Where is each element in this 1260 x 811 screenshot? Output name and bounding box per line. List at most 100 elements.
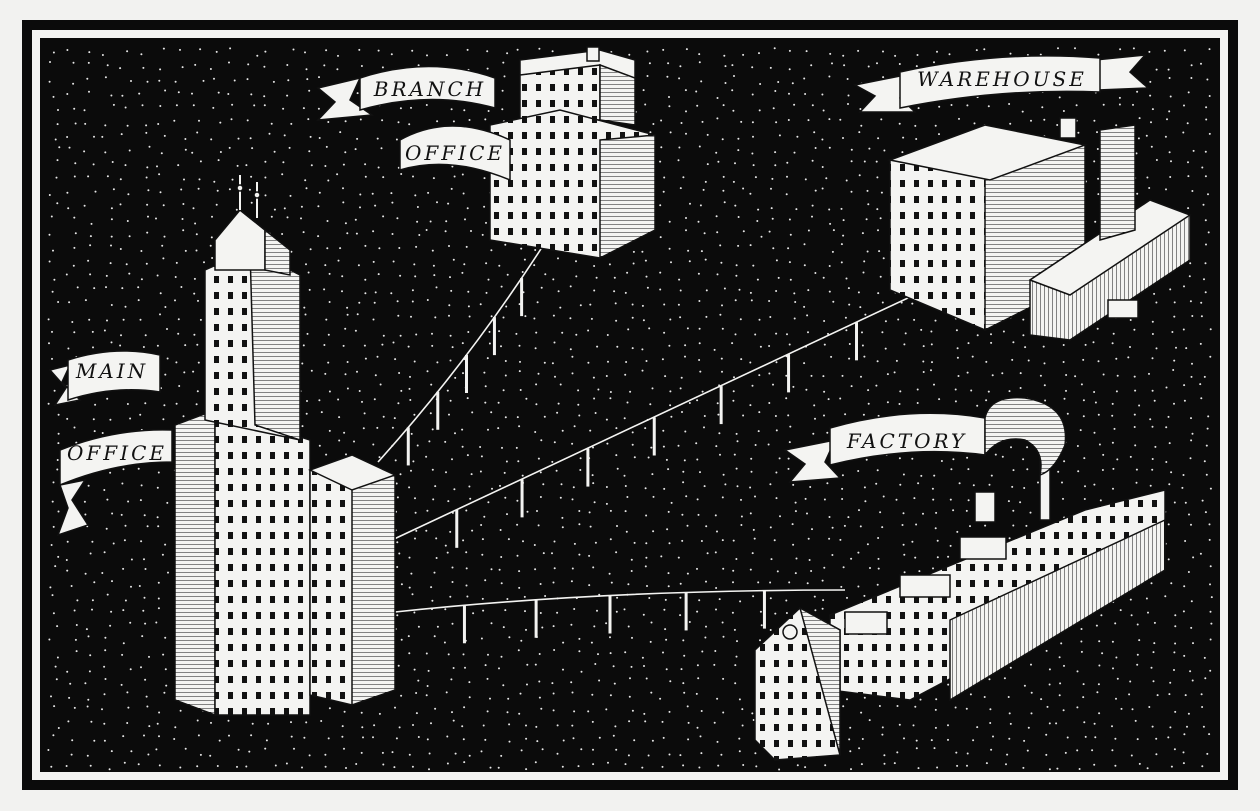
star-dot xyxy=(192,104,195,107)
star-dot xyxy=(917,767,920,770)
star-dot xyxy=(788,49,791,52)
star-dot xyxy=(166,328,168,330)
star-dot xyxy=(590,641,593,644)
star-dot xyxy=(416,220,419,223)
star-dot xyxy=(732,569,735,572)
star-dot xyxy=(461,271,464,274)
star-dot xyxy=(1150,145,1153,148)
star-dot xyxy=(814,189,817,192)
star-dot xyxy=(684,355,686,358)
star-dot xyxy=(720,357,723,360)
star-dot xyxy=(920,328,923,331)
star-dot xyxy=(1132,103,1134,106)
star-dot xyxy=(433,635,436,638)
star-dot xyxy=(1062,344,1065,346)
star-dot xyxy=(631,303,634,306)
star-dot xyxy=(1083,721,1086,724)
star-dot xyxy=(430,383,433,386)
star-dot xyxy=(955,329,958,332)
star-dot xyxy=(65,765,68,767)
star-dot xyxy=(519,360,521,363)
star-dot xyxy=(318,137,321,139)
star-dot xyxy=(341,290,343,293)
star-dot xyxy=(48,260,51,263)
star-dot xyxy=(732,180,735,183)
star-dot xyxy=(83,500,86,503)
star-dot xyxy=(716,402,719,405)
star-dot xyxy=(886,373,889,376)
star-dot xyxy=(821,93,824,96)
star-dot xyxy=(990,333,992,336)
star-dot xyxy=(793,151,796,154)
star-dot xyxy=(179,709,182,712)
star-dot xyxy=(551,362,554,365)
star-dot xyxy=(101,135,104,138)
star-dot xyxy=(850,557,853,560)
star-dot xyxy=(850,148,853,151)
star-dot xyxy=(400,638,403,641)
star-dot xyxy=(591,720,594,723)
star-dot xyxy=(1190,523,1192,526)
star-dot xyxy=(489,697,491,700)
star-dot xyxy=(398,247,401,249)
star-dot xyxy=(1111,749,1114,752)
star-dot xyxy=(196,390,199,393)
star-dot xyxy=(306,400,308,402)
star-dot xyxy=(86,754,89,757)
star-dot xyxy=(863,160,866,163)
star-dot xyxy=(219,151,222,153)
star-dot xyxy=(156,344,159,347)
star-dot xyxy=(1097,360,1100,363)
star-dot xyxy=(1168,77,1171,79)
star-dot xyxy=(1187,175,1190,178)
star-dot xyxy=(450,108,453,111)
star-dot xyxy=(307,271,310,274)
star-dot xyxy=(811,204,814,207)
star-dot xyxy=(72,264,75,267)
star-dot xyxy=(1097,193,1100,196)
star-dot xyxy=(1009,52,1012,55)
star-dot xyxy=(723,201,726,204)
star-dot xyxy=(787,247,790,250)
star-dot xyxy=(606,442,609,445)
star-dot xyxy=(1146,176,1149,179)
star-dot xyxy=(1145,134,1148,137)
star-dot xyxy=(67,720,70,723)
star-dot xyxy=(146,166,149,169)
star-dot xyxy=(630,570,633,572)
star-dot xyxy=(235,208,238,211)
star-dot xyxy=(1204,511,1207,514)
star-dot xyxy=(71,321,74,323)
star-dot xyxy=(411,289,414,292)
star-dot xyxy=(397,314,400,317)
star-dot xyxy=(772,107,775,110)
star-dot xyxy=(792,483,795,486)
star-dot xyxy=(156,486,159,489)
star-dot xyxy=(587,361,590,364)
star-dot xyxy=(1136,738,1139,741)
star-dot xyxy=(179,48,181,51)
star-dot xyxy=(429,412,432,415)
star-dot xyxy=(1174,642,1177,645)
star-dot xyxy=(396,496,399,499)
star-dot xyxy=(1173,315,1176,318)
star-dot xyxy=(400,173,403,175)
star-dot xyxy=(1009,722,1012,725)
star-dot xyxy=(699,735,702,738)
star-dot xyxy=(562,641,565,644)
star-dot xyxy=(647,456,650,459)
star-dot xyxy=(935,511,938,514)
star-dot xyxy=(1007,500,1010,503)
star-dot xyxy=(1097,683,1100,686)
star-dot xyxy=(155,621,158,624)
star-dot xyxy=(670,415,673,418)
star-dot xyxy=(317,235,320,238)
star-dot xyxy=(734,299,737,302)
star-dot xyxy=(930,369,932,372)
star-dot xyxy=(377,273,380,276)
star-dot xyxy=(878,705,881,707)
star-dot xyxy=(391,751,394,754)
star-dot xyxy=(263,104,266,107)
star-dot xyxy=(432,264,435,267)
star-dot xyxy=(304,51,306,54)
